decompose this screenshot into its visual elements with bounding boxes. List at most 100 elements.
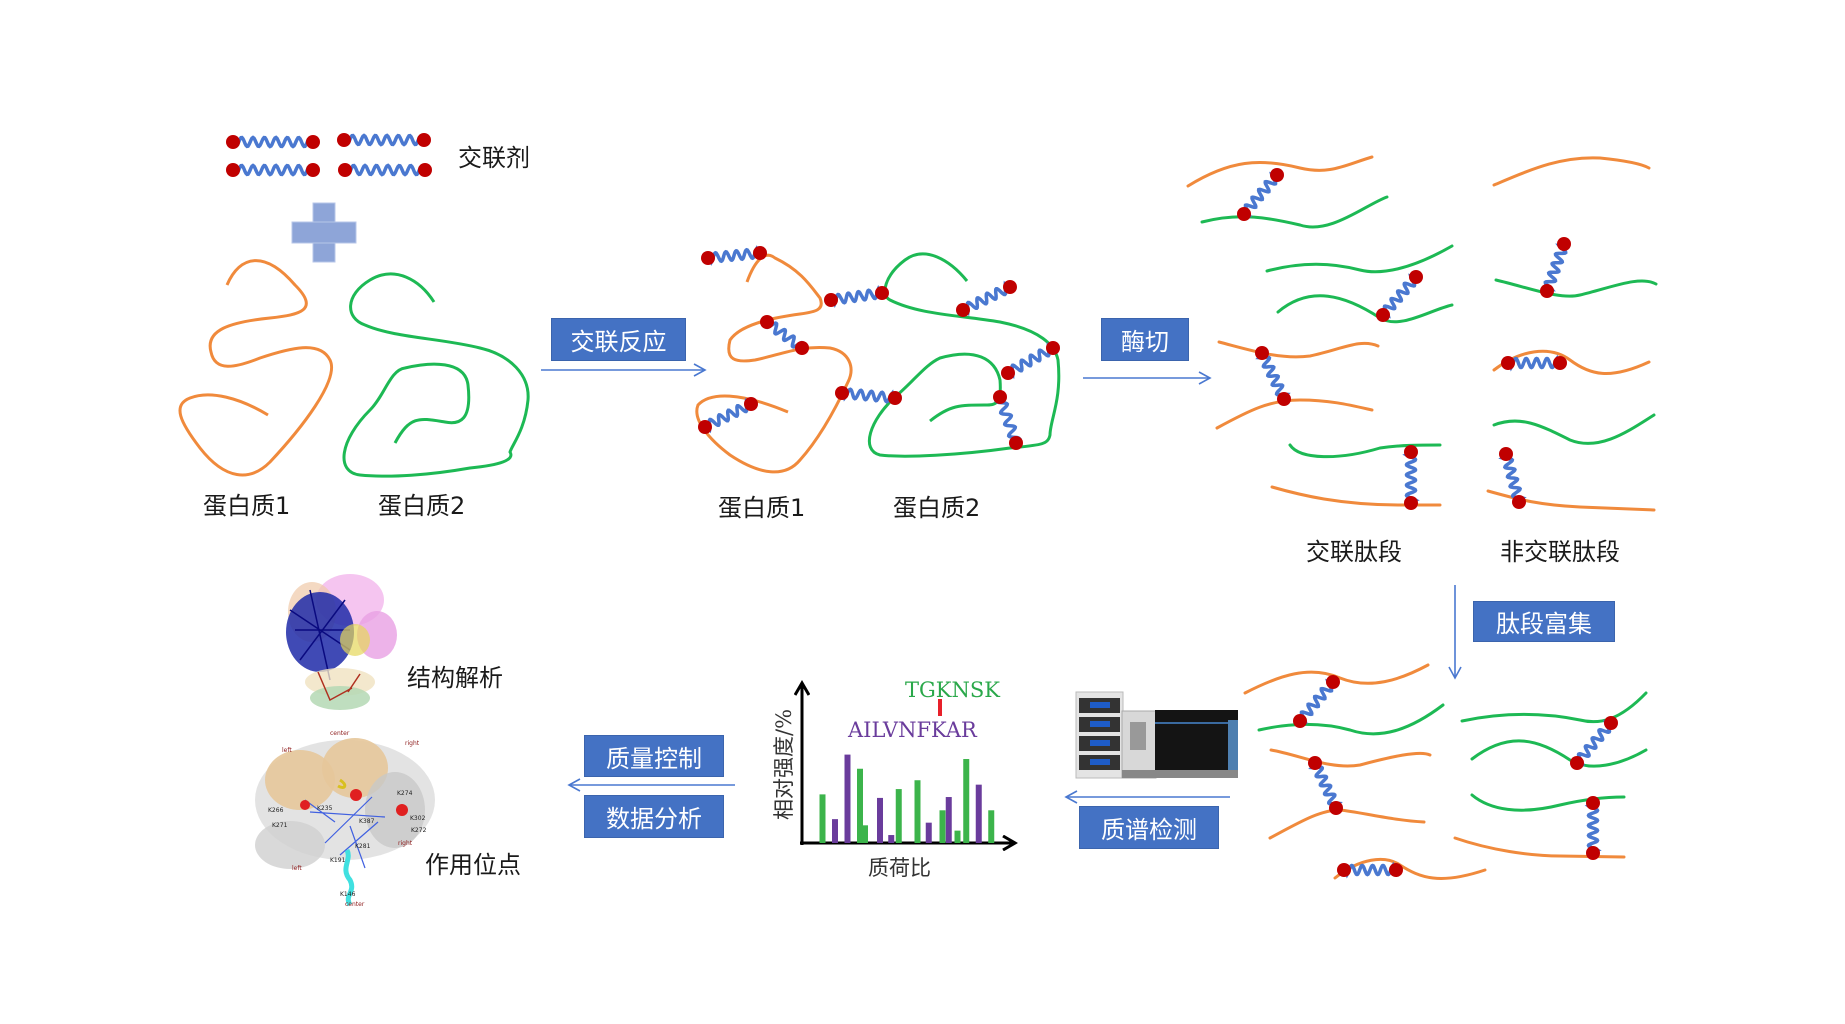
reactive-group-dot	[1046, 341, 1060, 355]
step-crosslink-reaction: 交联反应	[551, 318, 686, 361]
spectrum-bar-ailvnfkar	[975, 784, 982, 843]
reactive-group-dot	[1270, 168, 1284, 182]
spectrum-bar-ailvnfkar	[832, 819, 838, 843]
site-annotation: right	[405, 740, 420, 747]
spectrum-bar-ailvnfkar	[844, 754, 851, 843]
protein1-chain	[178, 259, 333, 477]
site-annotation: K281	[355, 843, 371, 850]
reactive-group-dot	[226, 163, 240, 177]
site-annotation: K302	[410, 815, 426, 822]
mass-spectrometer-image	[1075, 691, 1238, 779]
enriched-crosslinked-peptides	[1243, 663, 1648, 880]
crosslinker-molecule	[698, 397, 758, 434]
linker-spacer	[342, 133, 426, 147]
chart-x-label: 质荷比	[868, 856, 931, 880]
crosslinker-molecule	[338, 163, 432, 177]
reactive-group-dot	[1009, 436, 1023, 450]
spectrum-bar-ailvnfkar	[888, 835, 895, 843]
linker-spacer	[1584, 801, 1602, 855]
protein1-label: 蛋白质1	[203, 492, 291, 520]
step-data-analysis: 数据分析	[584, 795, 724, 838]
crosslinker-molecule	[835, 386, 902, 405]
peptide-chain	[1494, 278, 1658, 298]
structure-analysis-label: 结构解析	[407, 664, 503, 692]
crosslinker-molecule	[337, 133, 431, 147]
site-annotation: right	[398, 840, 413, 847]
reactive-group-dot	[306, 135, 320, 149]
reactive-group-dot	[1326, 675, 1340, 689]
chart-annotation-ailvnfkar: AILVNFKAR	[847, 718, 978, 742]
crosslinker-molecule	[1255, 346, 1291, 406]
crosslinker-molecule	[760, 315, 809, 355]
crosslinker-reagents	[226, 133, 432, 177]
plus-icon	[291, 202, 357, 263]
reactive-group-dot	[835, 386, 849, 400]
peptide-chain	[1243, 663, 1430, 695]
reactive-group-dot	[1553, 356, 1567, 370]
reactive-group-dot	[226, 135, 240, 149]
reactive-group-dot	[1293, 714, 1307, 728]
reactive-group-dot	[1409, 270, 1423, 284]
linker-spacer	[840, 387, 897, 404]
peptide-chain	[1486, 489, 1656, 512]
reactive-group-dot	[1586, 846, 1600, 860]
reactive-group-dot	[795, 341, 809, 355]
reactive-group-dot	[1570, 756, 1584, 770]
crosslinker-molecule	[226, 163, 320, 177]
peptide-chain	[1268, 808, 1426, 840]
reactive-group-dot	[824, 293, 838, 307]
peptide-chain	[1492, 156, 1651, 187]
crosslinker-molecule	[824, 284, 889, 309]
reactive-group-dot	[306, 163, 320, 177]
protein-structure-image	[286, 574, 397, 710]
crosslinked-protein2-label: 蛋白质2	[893, 494, 981, 522]
site-annotation: center	[330, 730, 350, 737]
reactive-group-dot	[338, 163, 352, 177]
crosslinker-molecule	[1498, 447, 1527, 509]
site-annotation: K266	[268, 807, 284, 814]
linker-spacer	[1342, 861, 1398, 879]
linker-spacer	[1402, 450, 1420, 505]
linker-spacer	[1298, 678, 1335, 725]
crosslinker-molecule	[956, 280, 1017, 317]
spectrum-bar-tgknsk	[954, 830, 961, 843]
peptide-chain	[1492, 413, 1656, 445]
crosslinker-molecule	[1237, 168, 1284, 221]
reactive-group-dot	[417, 133, 431, 147]
peptide-chain	[1186, 155, 1374, 188]
spectrum-bar-ailvnfkar	[945, 797, 952, 843]
linker-spacer	[829, 284, 884, 309]
site-annotation: K274	[397, 790, 413, 797]
spectrum-bar-ailvnfkar	[925, 822, 932, 843]
crosslinker-molecule	[226, 135, 320, 149]
chart-y-label: 相对强度/%	[772, 709, 796, 820]
linker-spacer	[1498, 452, 1527, 504]
reactive-group-dot	[993, 390, 1007, 404]
crosslinker-molecule	[1540, 237, 1571, 298]
crosslinks-on-proteins	[698, 245, 1060, 450]
site-annotation: K146	[340, 891, 356, 898]
crosslinked-peptides-label: 交联肽段	[1306, 538, 1402, 566]
linker-spacer	[1006, 341, 1055, 380]
peptide-chain	[1215, 398, 1374, 430]
crosslinker-molecule	[1584, 796, 1602, 860]
reactive-group-dot	[1337, 863, 1351, 877]
reactive-group-dot	[1237, 207, 1251, 221]
crosslinker-molecule	[1501, 354, 1567, 372]
linker-spacer	[1506, 354, 1562, 372]
spectrum-bar-ailvnfkar	[877, 797, 883, 843]
peptide-chain	[1265, 244, 1454, 274]
reactive-group-dot	[1604, 716, 1618, 730]
linker-spacer	[703, 397, 753, 434]
linker-spacer	[993, 395, 1023, 445]
spectrum-bar-tgknsk	[857, 768, 863, 843]
reactive-group-dot	[1329, 801, 1343, 815]
protein2-label: 蛋白质2	[378, 492, 466, 520]
peptide-chain	[1453, 836, 1626, 859]
peptide-chain	[1269, 748, 1432, 768]
crosslinker-molecule	[1570, 716, 1618, 770]
reactive-group-dot	[337, 133, 351, 147]
crosslinked-protein1-chain	[695, 253, 853, 474]
reactive-group-dot	[753, 246, 767, 260]
